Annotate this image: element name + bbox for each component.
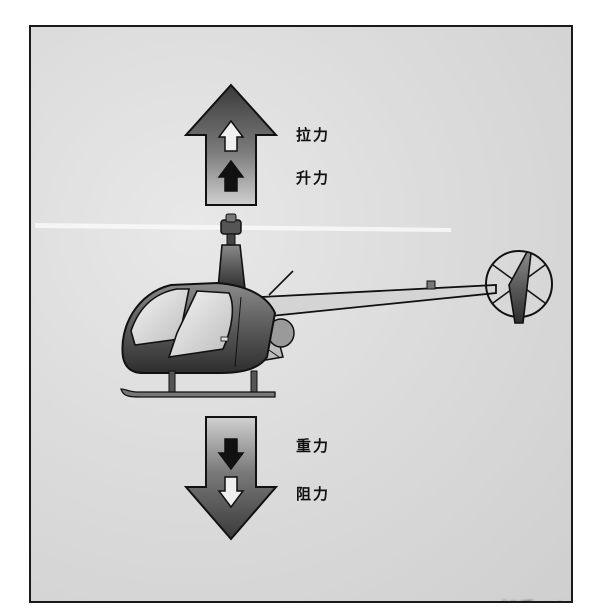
antenna bbox=[268, 270, 294, 296]
diagram-frame: 拉力 升力 重力 阻力 知乎 @lyx bbox=[29, 25, 573, 603]
upward-force-arrow bbox=[183, 83, 279, 206]
weight-force-label: 重力 bbox=[296, 437, 331, 455]
rotor-blade bbox=[35, 223, 451, 232]
lift-force-label: 升力 bbox=[296, 169, 331, 187]
rotor-hub-top bbox=[225, 213, 237, 223]
main-rotor bbox=[35, 213, 451, 247]
helicopter-forces-illustration bbox=[35, 83, 553, 541]
mast-fairing bbox=[217, 244, 246, 290]
landing-gear bbox=[120, 370, 276, 398]
tail-boom-fitting bbox=[426, 280, 436, 290]
tail-rotor bbox=[485, 250, 553, 324]
downward-arrow-inner-bottom bbox=[217, 476, 245, 509]
cabin-windshield bbox=[130, 288, 190, 346]
watermark: 知乎 @lyx bbox=[501, 595, 571, 601]
drag-force-label: 阻力 bbox=[296, 485, 331, 503]
door-seam bbox=[234, 296, 242, 368]
cabin bbox=[121, 281, 277, 374]
cabin-door-window bbox=[167, 290, 234, 358]
tail-boom-tube bbox=[260, 284, 497, 318]
tail-fin bbox=[508, 251, 532, 324]
tail-boom bbox=[260, 280, 497, 318]
skid-rail bbox=[120, 388, 276, 398]
pull-force-label: 拉力 bbox=[296, 126, 331, 144]
upward-arrow-inner-top bbox=[217, 119, 245, 152]
downward-arrow-inner-top bbox=[217, 438, 245, 471]
downward-force-arrow bbox=[183, 416, 279, 541]
door-handle bbox=[220, 336, 229, 342]
upward-arrow-inner-bottom bbox=[217, 159, 245, 192]
skid-strut-front bbox=[168, 370, 176, 394]
skid-strut-rear bbox=[250, 370, 258, 394]
